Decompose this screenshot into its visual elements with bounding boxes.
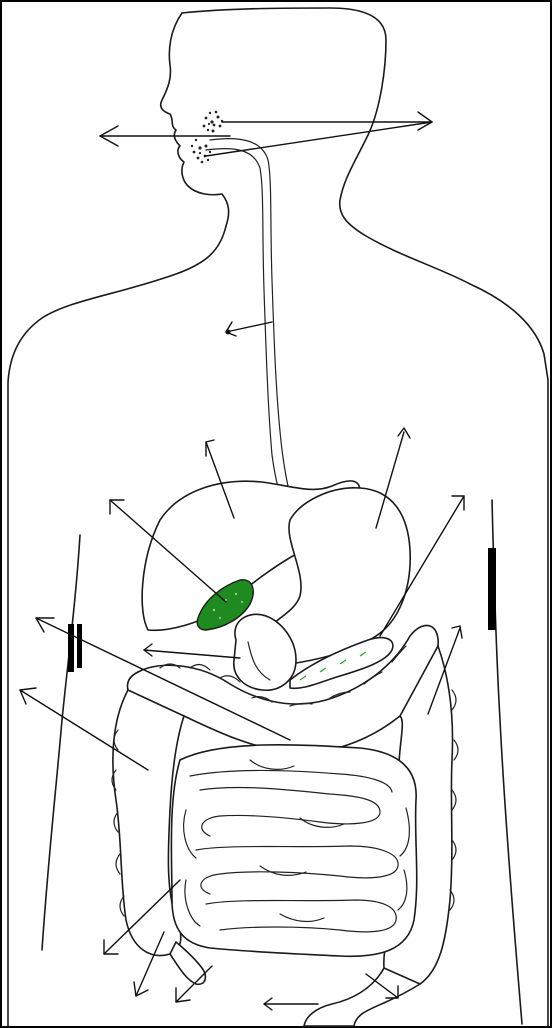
pointer-ascending-colon-tip — [20, 688, 36, 704]
pointer-salivary-right-tip — [418, 112, 432, 130]
left-arm-mark-2 — [77, 624, 82, 668]
left-arm-mark — [68, 624, 74, 672]
sigmoid-rectum — [304, 968, 420, 1026]
small-intestine — [171, 745, 416, 957]
right-arm-inner — [492, 500, 522, 1024]
esophagus — [206, 139, 298, 520]
pointer-duodenum — [144, 650, 240, 658]
right-arm-mark — [488, 548, 496, 630]
left-arm-inner — [42, 535, 80, 950]
